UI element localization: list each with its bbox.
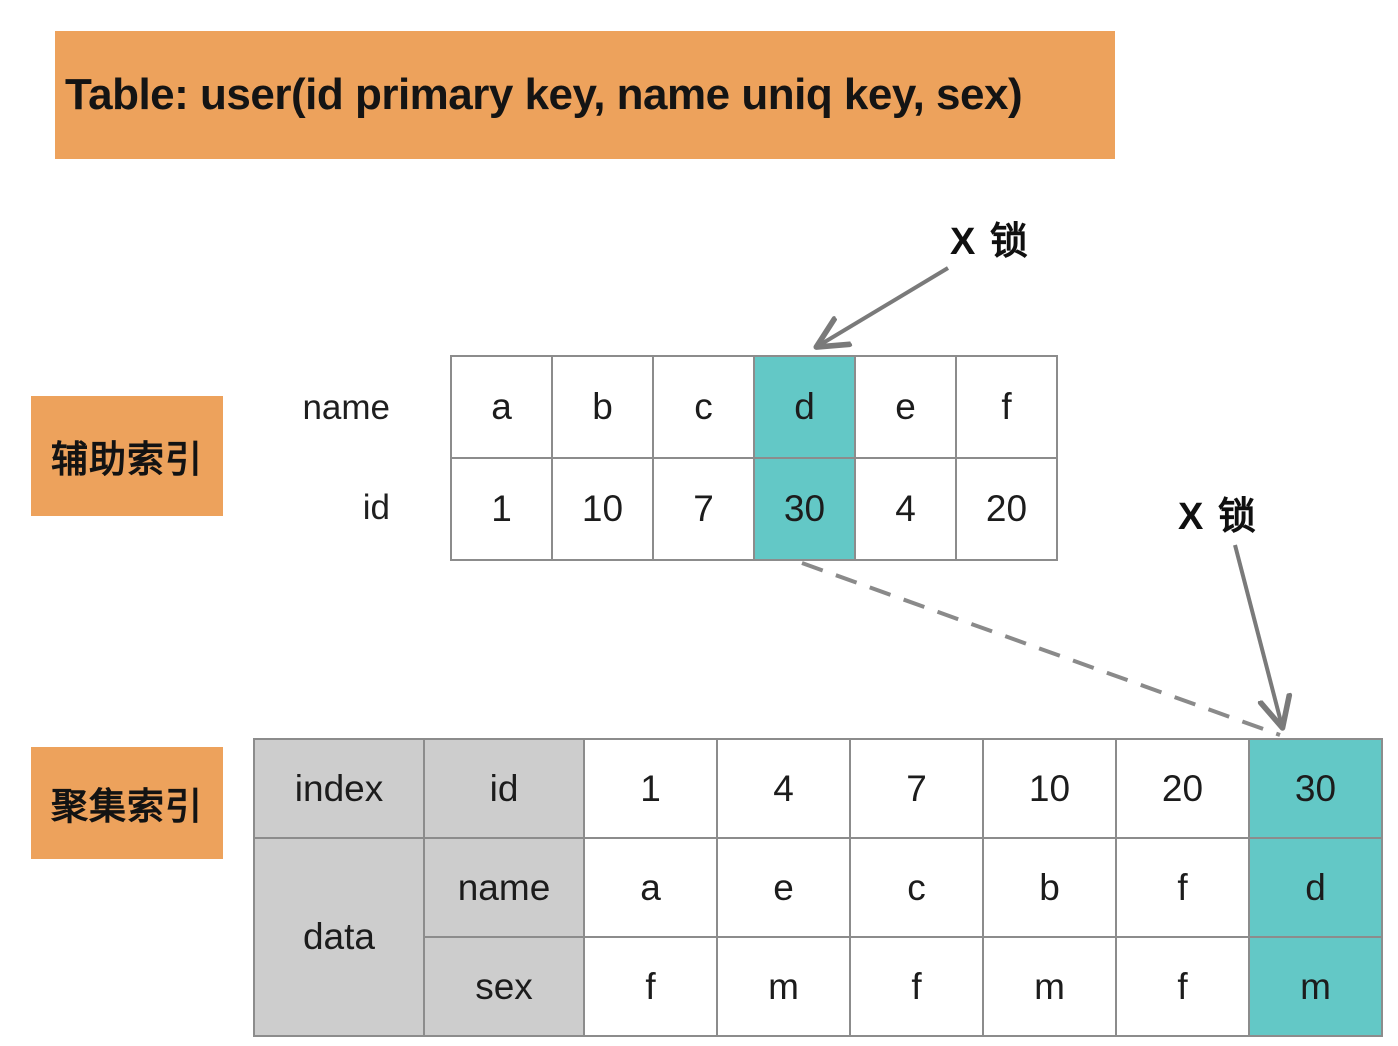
clustered-sub-label-id: id: [423, 738, 585, 839]
clustered-id-cell-0: 1: [583, 738, 718, 839]
clustered-name-cell-3: b: [982, 837, 1117, 938]
clustered-id-cell-4: 20: [1115, 738, 1250, 839]
clustered-sub-label-sex: sex: [423, 936, 585, 1037]
table-definition-text: Table: user(id primary key, name uniq ke…: [65, 70, 1023, 119]
clustered-id-cell-1: 4: [716, 738, 851, 839]
table-row: index id 1 4 7 10 20 30: [253, 738, 1383, 839]
secondary-id-cell-3-locked: 30: [753, 457, 856, 561]
clustered-name-cell-5-locked: d: [1248, 837, 1383, 938]
secondary-name-cell-5: f: [955, 355, 1058, 459]
clustered-sex-cell-4: f: [1115, 936, 1250, 1037]
secondary-name-cell-4: e: [854, 355, 957, 459]
clustered-group-label-index: index: [253, 738, 425, 839]
table-row: a b c d e f: [450, 355, 1058, 459]
secondary-name-cell-0: a: [450, 355, 553, 459]
clustered-name-cell-2: c: [849, 837, 984, 938]
clustered-name-cell-0: a: [583, 837, 718, 938]
table-definition-banner: Table: user(id primary key, name uniq ke…: [55, 31, 1115, 159]
secondary-id-cell-4: 4: [854, 457, 957, 561]
clustered-sex-cell-0: f: [583, 936, 718, 1037]
secondary-index-label: 辅助索引: [31, 396, 223, 516]
secondary-name-cell-3-locked: d: [753, 355, 856, 459]
clustered-id-cell-2: 7: [849, 738, 984, 839]
arrow-to-clustered-lock: [1233, 544, 1282, 726]
secondary-row-caption-id: id: [362, 488, 390, 527]
secondary-index-table: a b c d e f 1 10 7 30 4 20: [450, 355, 1058, 561]
arrow-to-secondary-lock: [818, 266, 950, 346]
clustered-sex-cell-2: f: [849, 936, 984, 1037]
clustered-index-label-text: 聚集索引: [51, 786, 203, 827]
clustered-index-table: index id 1 4 7 10 20 30 data name a e c …: [253, 738, 1383, 1037]
dashed-link-secondary-to-clustered: [801, 561, 1281, 737]
clustered-id-cell-5-locked: 30: [1248, 738, 1383, 839]
clustered-sex-cell-1: m: [716, 936, 851, 1037]
secondary-name-cell-1: b: [551, 355, 654, 459]
x-lock-annotation-clustered: X 锁: [1178, 496, 1258, 538]
secondary-name-cell-2: c: [652, 355, 755, 459]
clustered-name-cell-1: e: [716, 837, 851, 938]
clustered-sex-cell-5-locked: m: [1248, 936, 1383, 1037]
secondary-id-cell-2: 7: [652, 457, 755, 561]
x-lock-annotation-secondary: X 锁: [950, 221, 1030, 263]
table-row: 1 10 7 30 4 20: [450, 457, 1058, 561]
secondary-row-caption-name: name: [302, 388, 390, 427]
table-row: data name a e c b f d: [253, 837, 1383, 1037]
clustered-group-label-data: data: [253, 837, 425, 1037]
secondary-id-cell-1: 10: [551, 457, 654, 561]
secondary-index-label-text: 辅助索引: [51, 439, 203, 480]
clustered-name-cell-4: f: [1115, 837, 1250, 938]
secondary-id-cell-5: 20: [955, 457, 1058, 561]
clustered-index-label: 聚集索引: [31, 747, 223, 859]
clustered-sex-cell-3: m: [982, 936, 1117, 1037]
clustered-sub-label-name: name: [423, 837, 585, 938]
secondary-id-cell-0: 1: [450, 457, 553, 561]
clustered-id-cell-3: 10: [982, 738, 1117, 839]
table-row: sex f m f m f m: [254, 936, 1383, 1037]
